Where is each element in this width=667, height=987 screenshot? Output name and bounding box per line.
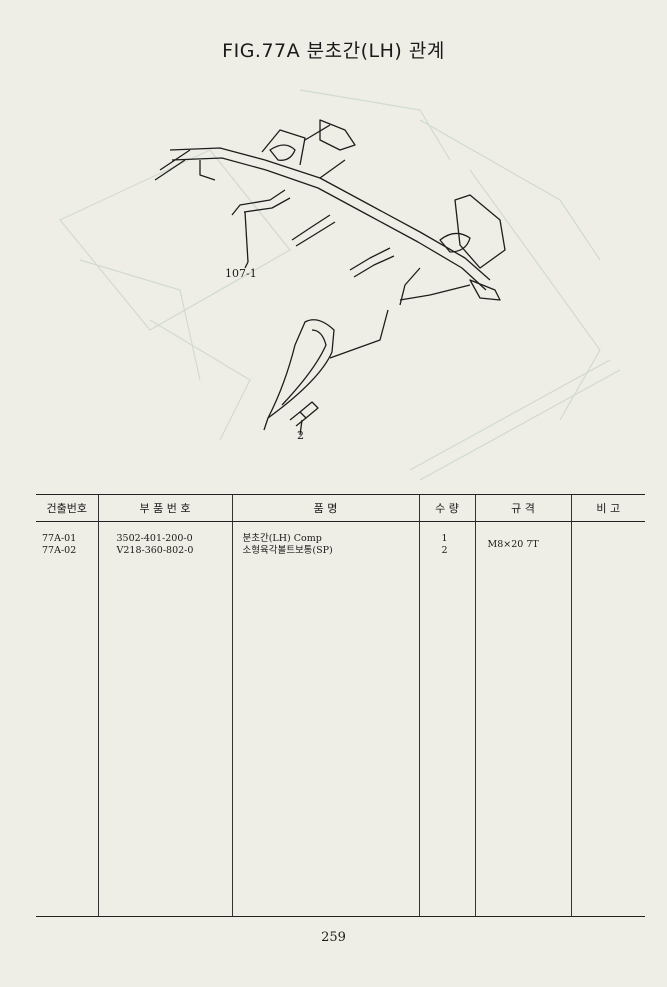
callout-107-1: 107-1 <box>225 267 257 280</box>
row1-part-no: 3502-401-200-0 <box>116 533 193 544</box>
table-header-row: 건출번호 부 품 번 호 품 명 수 량 규 격 비 고 <box>36 494 645 522</box>
row1-no: 77A-01 <box>42 533 77 544</box>
col-name: 분초간(LH) Comp 소형육각볼트보통(SP) <box>231 521 419 917</box>
page-number: 259 <box>321 930 346 945</box>
header-qty: 수 량 <box>418 494 475 522</box>
header-name: 품 명 <box>231 494 419 522</box>
table-body: 77A-01 77A-02 3502-401-200-0 V218-360-80… <box>36 521 645 917</box>
row2-spec: M8×20 7T <box>487 539 539 550</box>
col-no: 77A-01 77A-02 <box>36 521 98 917</box>
col-part-no: 3502-401-200-0 V218-360-802-0 <box>97 521 232 917</box>
row2-qty: 2 <box>441 545 448 556</box>
callout-2: 2 <box>297 429 304 442</box>
row1-qty: 1 <box>441 533 448 544</box>
header-no: 건출번호 <box>36 494 98 522</box>
row1-name: 분초간(LH) Comp <box>242 533 322 544</box>
header-remark: 비 고 <box>570 494 645 522</box>
col-remark <box>570 521 645 917</box>
row2-no: 77A-02 <box>42 545 77 556</box>
row2-part-no: V218-360-802-0 <box>116 545 194 556</box>
parts-table: 건출번호 부 품 번 호 품 명 수 량 규 격 비 고 77A-01 77A-… <box>36 494 645 917</box>
col-qty: 1 2 <box>418 521 475 917</box>
header-part-no: 부 품 번 호 <box>97 494 232 522</box>
col-spec: M8×20 7T <box>474 521 571 917</box>
parts-illustration <box>59 89 621 481</box>
row2-name: 소형육각볼트보통(SP) <box>242 545 333 556</box>
header-spec: 규 격 <box>474 494 571 522</box>
figure-title: FIG.77A 분초간(LH) 관계 <box>222 40 445 62</box>
